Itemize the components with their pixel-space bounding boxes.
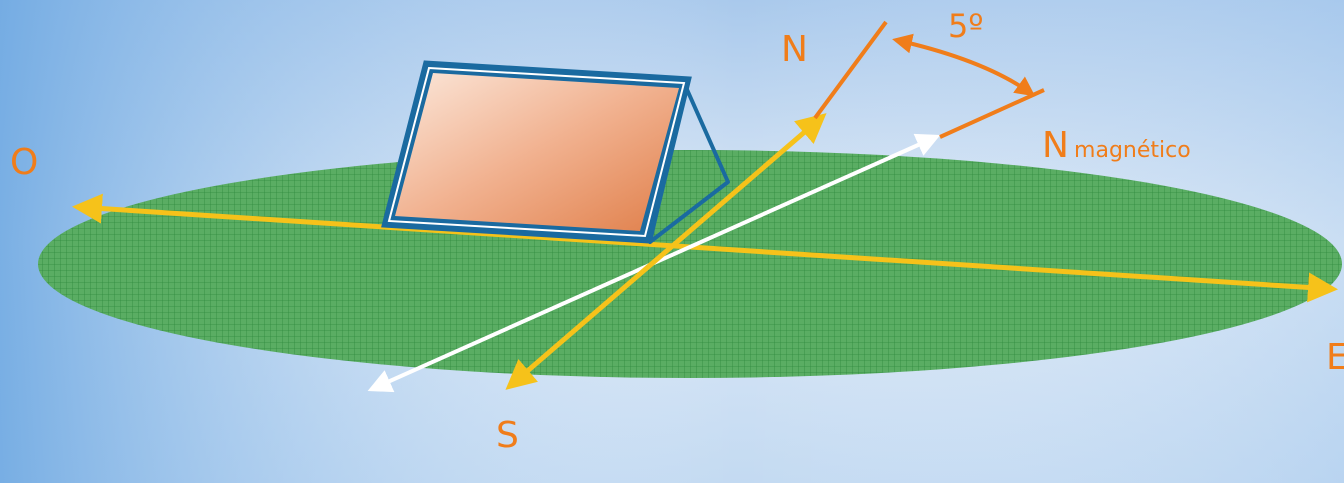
north-south-axis bbox=[505, 113, 827, 390]
magnetic-north-letter: N bbox=[1042, 125, 1069, 166]
geographic-north-extension bbox=[813, 20, 888, 120]
east-label: E bbox=[1326, 337, 1344, 378]
magnetic-north-word: magnético bbox=[1074, 138, 1191, 163]
ground-plane bbox=[38, 150, 1342, 378]
magnetic-north-extension bbox=[939, 88, 1045, 139]
magnetic-north-label: N magnético bbox=[1042, 128, 1191, 164]
declination-arc bbox=[892, 33, 1036, 97]
declination-label: 5º bbox=[948, 7, 984, 45]
north-label: N bbox=[781, 29, 808, 70]
west-label: O bbox=[10, 142, 39, 183]
south-label: S bbox=[496, 415, 519, 456]
